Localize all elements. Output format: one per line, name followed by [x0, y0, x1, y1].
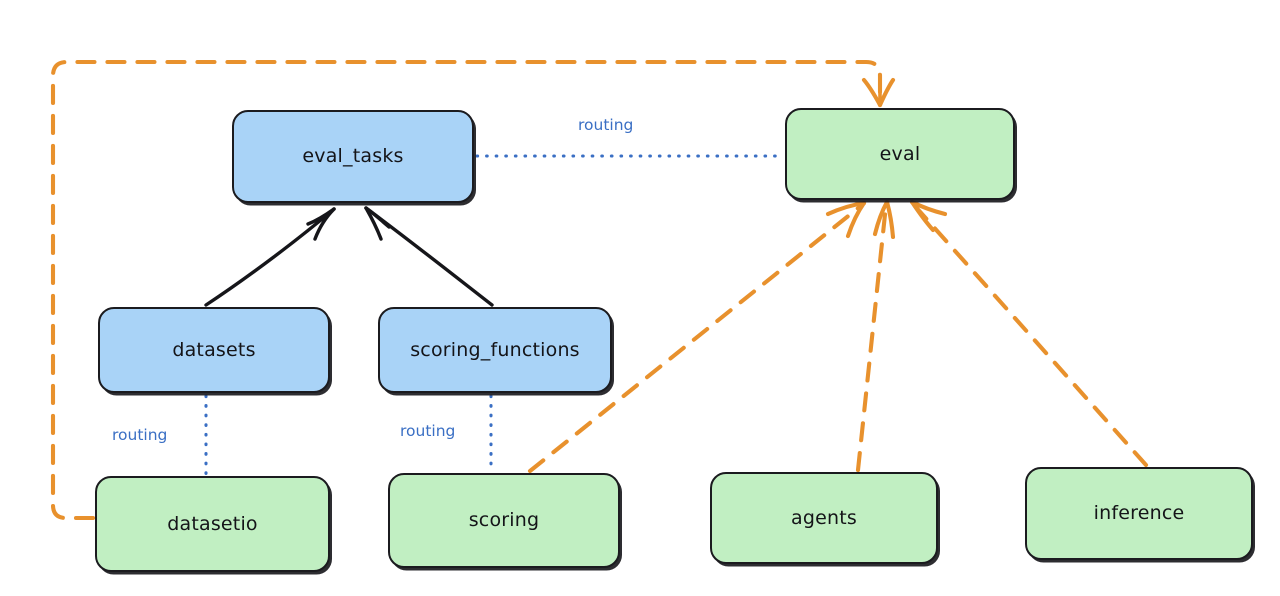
node-label-inference: inference	[1093, 502, 1185, 524]
edge-label-routing-scoring_functions-scoring: routing	[400, 422, 456, 440]
node-eval[interactable]: eval	[785, 108, 1015, 200]
edge-scoring-to-eval	[527, 200, 867, 474]
node-agents[interactable]: agents	[710, 472, 938, 564]
edge-label-routing-eval_tasks-eval: routing	[578, 116, 634, 134]
node-datasets[interactable]: datasets	[98, 307, 330, 393]
node-label-eval: eval	[879, 142, 921, 165]
node-label-scoring: scoring	[468, 509, 540, 531]
node-label-eval_tasks: eval_tasks	[302, 145, 404, 167]
edge-scoring_functions-to-eval_tasks	[364, 206, 494, 307]
edge-agents-to-eval	[855, 199, 896, 473]
node-scoring_functions[interactable]: scoring_functions	[378, 307, 612, 393]
edge-datasetio-to-eval	[50, 59, 896, 521]
edge-inference-to-eval	[909, 199, 1149, 468]
node-label-datasets: datasets	[172, 338, 256, 361]
node-label-datasetio: datasetio	[167, 512, 258, 535]
edge-label-routing-datasets-datasetio: routing	[112, 426, 168, 444]
node-datasetio[interactable]: datasetio	[95, 476, 330, 572]
node-eval_tasks[interactable]: eval_tasks	[232, 110, 474, 203]
edge-datasets-to-eval_tasks	[204, 207, 336, 307]
node-label-agents: agents	[791, 506, 857, 529]
node-scoring[interactable]: scoring	[388, 473, 620, 568]
node-label-scoring_functions: scoring_functions	[410, 338, 580, 361]
node-inference[interactable]: inference	[1025, 467, 1253, 560]
